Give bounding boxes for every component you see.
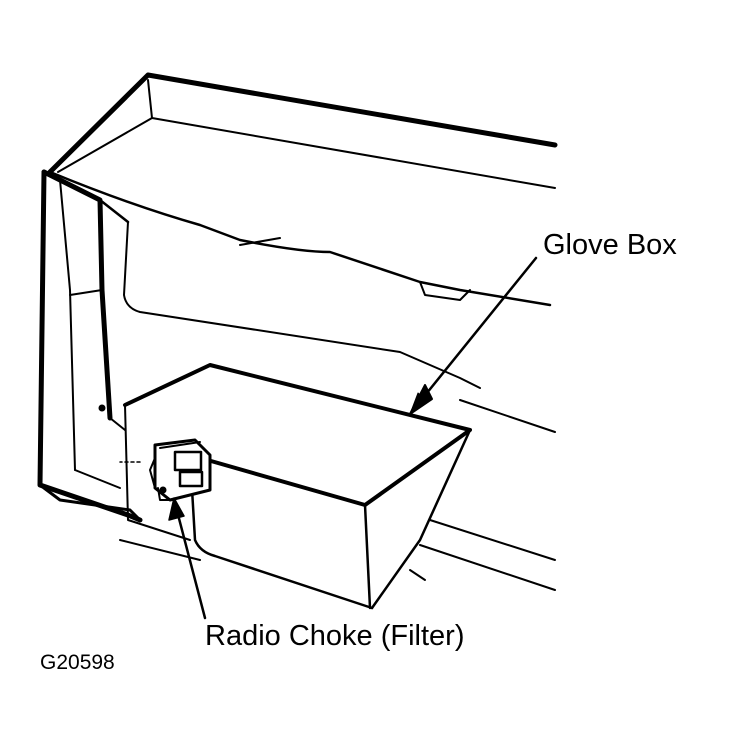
side-panel <box>37 169 143 523</box>
radio-choke-arrow <box>168 497 207 620</box>
figure-id: G20598 <box>40 651 115 674</box>
glove-box-arrow <box>409 256 538 415</box>
glove-box-opening <box>123 221 556 433</box>
radio-choke-label: Radio Choke (Filter) <box>205 620 465 652</box>
glove-box-label: Glove Box <box>543 229 677 261</box>
radio-choke-component <box>119 438 212 502</box>
dashboard-top <box>47 72 558 307</box>
glove-box-bin <box>119 363 556 610</box>
